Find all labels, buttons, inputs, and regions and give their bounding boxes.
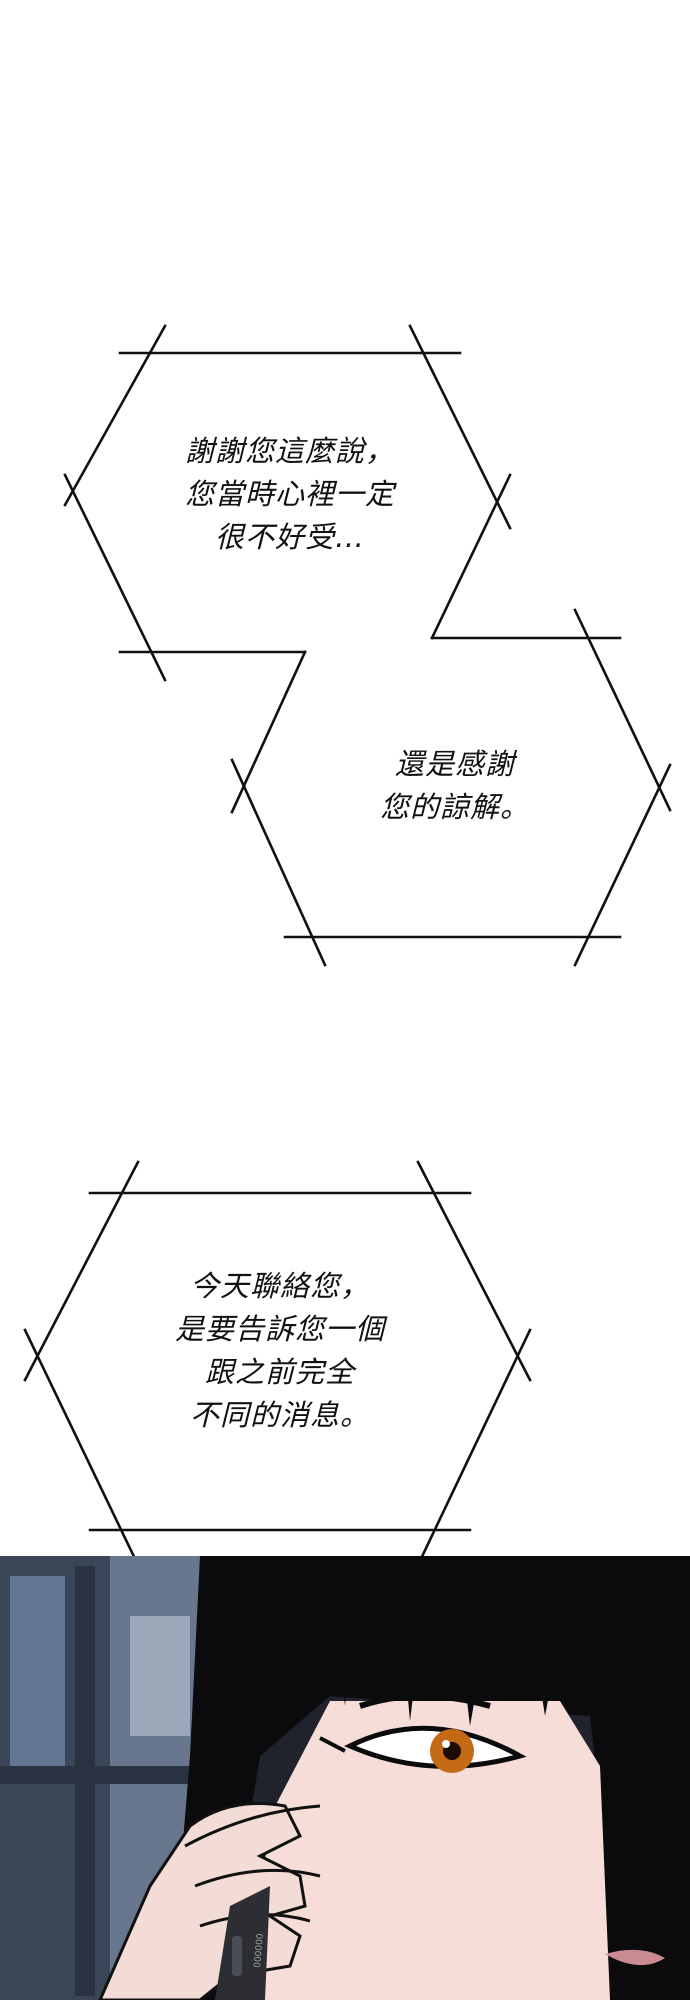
bubble-1-text: 謝謝您這麼說， 您當時心裡一定 很不好受… (140, 430, 440, 559)
bubble-1-line-1: 謝謝您這麼說， (184, 434, 395, 468)
bubble-2-line-2: 您的諒解。 (379, 790, 530, 824)
bubble-3-line-1: 今天聯絡您， (189, 1269, 370, 1303)
bubble-3-text: 今天聯絡您， 是要告訴您一個 跟之前完全 不同的消息。 (130, 1265, 430, 1437)
panel-illustration: 000000 (0, 1556, 690, 2000)
bubble-2-line-1: 還是感謝 (394, 747, 515, 781)
bubble-1-line-3: 很不好受… (214, 520, 365, 554)
bubble-3-line-4: 不同的消息。 (189, 1398, 370, 1432)
bubble-1-frame (63, 324, 622, 814)
bubble-3-line-3: 跟之前完全 (204, 1355, 355, 1389)
bubble-3-line-2: 是要告訴您一個 (174, 1312, 385, 1346)
manga-panel-woman-on-phone: 000000 (0, 1556, 690, 2000)
bubble-1-line-2: 您當時心裡一定 (184, 477, 395, 511)
eye (319, 1725, 527, 1773)
bubble-2-frame (230, 608, 672, 967)
bubble-3-frame (23, 1160, 532, 1567)
phone-label: 000000 (253, 1933, 266, 1968)
phone: 000000 (215, 1886, 270, 2000)
bubble-2-text: 還是感謝 您的諒解。 (345, 743, 565, 829)
